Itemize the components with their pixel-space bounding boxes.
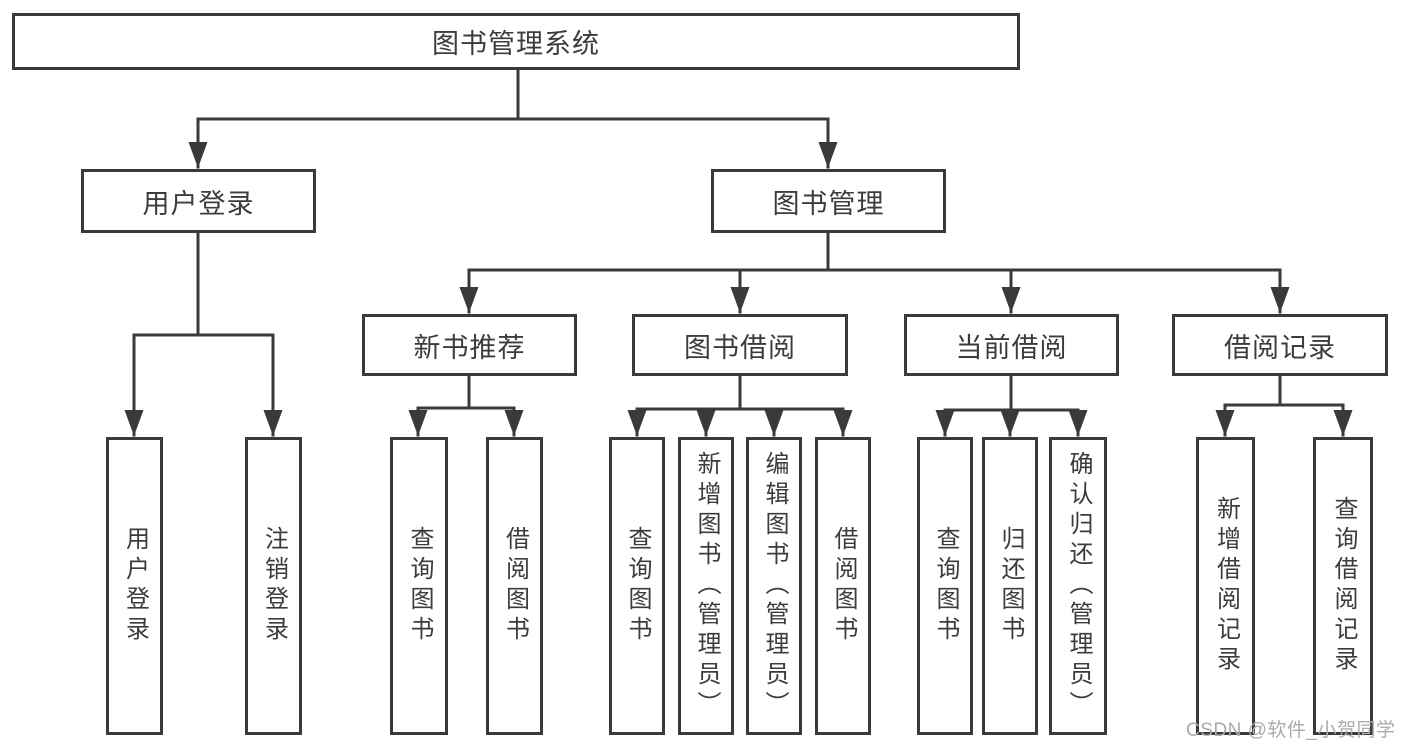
node-book-management: 图书管理 xyxy=(711,169,946,233)
leaf-borrow-book-recommend: 借阅图书 xyxy=(486,437,543,735)
node-current-borrow: 当前借阅 xyxy=(904,314,1119,376)
leaf-query-book-recommend: 查询图书 xyxy=(390,437,448,735)
node-library-management-system: 图书管理系统 xyxy=(12,13,1020,70)
node-new-book-recommend: 新书推荐 xyxy=(362,314,577,376)
leaf-query-book-borrow: 查询图书 xyxy=(609,437,665,735)
leaf-user-login: 用户登录 xyxy=(106,437,163,735)
node-borrow-record: 借阅记录 xyxy=(1172,314,1388,376)
node-book-borrow: 图书借阅 xyxy=(632,314,848,376)
leaf-query-borrow-record: 查询借阅记录 xyxy=(1313,437,1373,735)
leaf-confirm-return-admin: 确认归还（管理员） xyxy=(1049,437,1107,735)
leaf-return-book: 归还图书 xyxy=(982,437,1038,735)
leaf-add-book-admin: 新增图书（管理员） xyxy=(678,437,734,735)
leaf-add-borrow-record: 新增借阅记录 xyxy=(1196,437,1255,735)
leaf-edit-book-admin: 编辑图书（管理员） xyxy=(746,437,802,735)
leaf-borrow-book: 借阅图书 xyxy=(815,437,871,735)
leaf-query-book-current: 查询图书 xyxy=(917,437,973,735)
node-user-login: 用户登录 xyxy=(81,169,316,233)
leaf-logout: 注销登录 xyxy=(245,437,302,735)
watermark: CSDN @软件_小贺同学 xyxy=(1186,720,1396,741)
